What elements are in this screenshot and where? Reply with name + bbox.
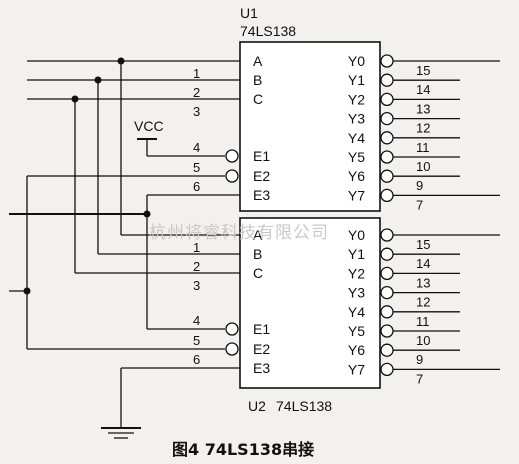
u1-output-y3-bubble (380, 111, 394, 126)
u2-enable-e1-label: E1 (253, 321, 270, 337)
u2-input-b-label: B (253, 246, 262, 262)
u2-enable-e2-label: E2 (253, 341, 270, 357)
u1-output-y5-label: Y5 (348, 149, 365, 165)
u1-enable-pin-5: 5 (193, 160, 200, 175)
u1-output-y1-bubble (380, 73, 394, 87)
u1-enable-e1-bubble (225, 149, 239, 163)
u2-ref-label: U2 (248, 398, 266, 414)
u2-enable-e3-label: E3 (253, 360, 270, 376)
u2-output-pin-11: 11 (416, 314, 430, 329)
u1-ref-label: U1 (240, 5, 258, 21)
u1-enable-pin-6: 6 (193, 179, 200, 194)
u2-body (239, 217, 381, 389)
u2-input-pin-3: 3 (193, 278, 200, 293)
watermark-text: 杭州将睿科技有限公司 (149, 223, 329, 243)
u1-output-y4-bubble (380, 131, 394, 145)
u2-output-y7-bubble (380, 362, 394, 377)
u1-output-y4-label: Y4 (348, 130, 365, 146)
u1-output-pin-10: 10 (416, 159, 430, 174)
u1-output-y7-label: Y7 (348, 187, 365, 203)
u2-output-y3-label: Y3 (348, 285, 365, 301)
u1-output-y2-bubble (380, 92, 394, 107)
u1-input-b-label: B (253, 72, 262, 88)
u2-output-pin-13: 13 (416, 275, 430, 290)
u2-output-y0-bubble (380, 228, 394, 242)
u2-output-y4-bubble (380, 305, 394, 319)
u2-output-y1-label: Y1 (348, 246, 365, 262)
u2-output-y4-label: Y4 (348, 304, 365, 320)
u2-output-y7-label: Y7 (348, 361, 365, 377)
u1-output-y0-bubble (380, 54, 394, 68)
u1-output-y0-label: Y0 (348, 53, 365, 69)
u1-output-pin-12: 12 (416, 121, 430, 136)
junction-dots (23, 57, 151, 295)
u1-output-y6-bubble (380, 169, 394, 183)
u2-part-label: 74LS138 (276, 398, 332, 414)
u2-output-pin-15: 15 (416, 237, 430, 252)
u2-input-pin-1: 1 (193, 240, 200, 255)
u2-output-y1-bubble (380, 247, 394, 261)
chips: ABC123E1E2E3456Y0Y1Y2Y3Y4Y5Y6Y7151413121… (193, 41, 500, 389)
u1-part-label: 74LS138 (240, 23, 296, 39)
u2-output-pin-9: 9 (416, 352, 423, 367)
u1-output-y1-label: Y1 (348, 72, 365, 88)
u2-input-pin-2: 2 (193, 259, 200, 274)
u1-input-pin-2: 2 (193, 85, 200, 100)
wiring (9, 60, 240, 439)
u1-enable-e2-bubble (225, 169, 239, 183)
u2-enable-pin-4: 4 (193, 313, 200, 328)
u2-output-y6-bubble (380, 343, 394, 357)
u2-output-y5-label: Y5 (348, 323, 365, 339)
u2-input-c-label: C (253, 265, 263, 281)
u2-output-y2-bubble (380, 266, 394, 281)
u2-enable-pin-6: 6 (193, 352, 200, 367)
u1-body (239, 41, 381, 212)
vcc-label: VCC (134, 118, 164, 134)
u2-output-pin-12: 12 (416, 295, 430, 310)
u1-enable-e1-label: E1 (253, 148, 270, 164)
u1-input-pin-1: 1 (193, 66, 200, 81)
u1-output-y7-bubble (380, 188, 394, 203)
u2-enable-e2-bubble (225, 342, 239, 356)
u2-enable-e1-bubble (225, 322, 239, 336)
u1-output-pin-14: 14 (416, 82, 430, 97)
u1-enable-e2-label: E2 (253, 168, 270, 184)
u1-output-pin-13: 13 (416, 101, 430, 116)
u2-output-pin-10: 10 (416, 333, 430, 348)
u2-output-pin-14: 14 (416, 256, 430, 271)
u1-input-c-label: C (253, 91, 263, 107)
u1-output-y2-label: Y2 (348, 91, 365, 107)
u1-output-pin-15: 15 (416, 63, 430, 78)
u2-output-y6-label: Y6 (348, 342, 365, 358)
u2-output-y3-bubble (380, 285, 394, 300)
u2-output-y2-label: Y2 (348, 265, 365, 281)
u2-output-y0-label: Y0 (348, 227, 365, 243)
u2-output-y5-bubble (380, 324, 394, 338)
u1-output-y5-bubble (380, 150, 394, 164)
u1-output-y6-label: Y6 (348, 168, 365, 184)
u1-enable-e3-label: E3 (253, 187, 270, 203)
u1-input-a-label: A (253, 53, 263, 69)
u2-input-a-label: A (253, 227, 263, 243)
u1-input-pin-3: 3 (193, 104, 200, 119)
u1-output-pin-9: 9 (416, 178, 423, 193)
u1-output-pin-7: 7 (416, 197, 423, 212)
u2-output-pin-7: 7 (416, 371, 423, 386)
u1-output-pin-11: 11 (416, 140, 430, 155)
figure-caption: 图4 74LS138串接 (172, 440, 314, 459)
u1-output-y3-label: Y3 (348, 111, 365, 127)
u2-enable-pin-5: 5 (193, 333, 200, 348)
u1-enable-pin-4: 4 (193, 140, 200, 155)
